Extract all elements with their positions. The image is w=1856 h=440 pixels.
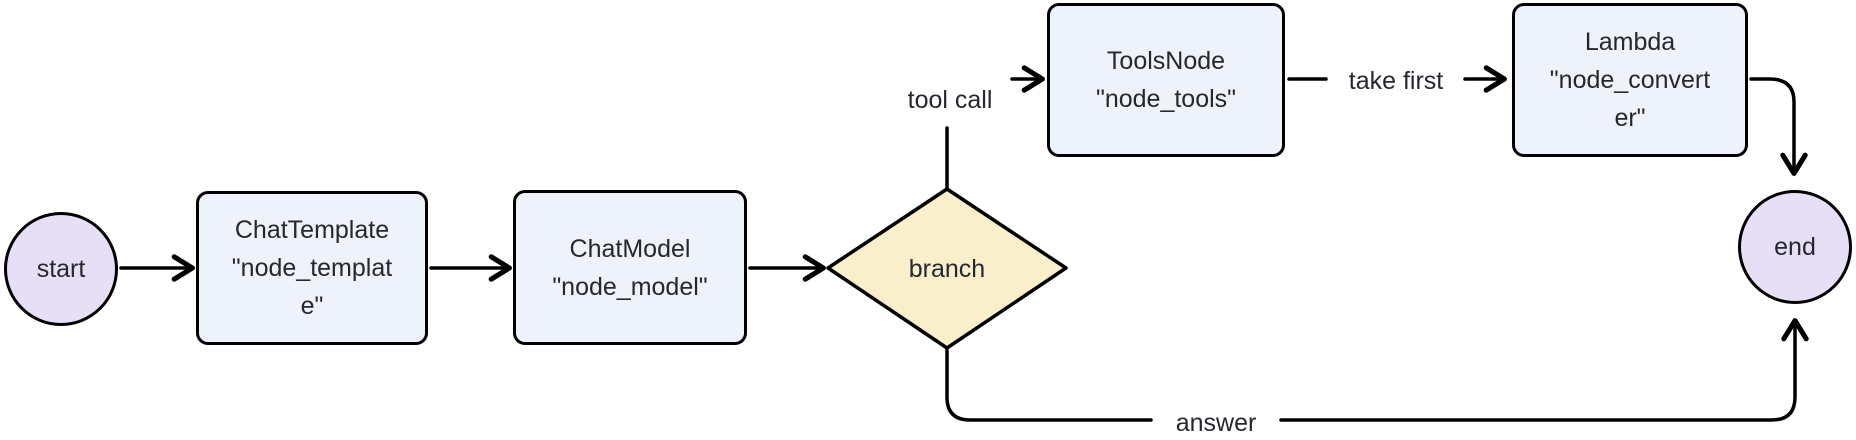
node-chat-model: ChatModel "node_model" xyxy=(513,190,747,345)
node-end-label: end xyxy=(1774,233,1816,261)
edge-label-take-first: take first xyxy=(1344,66,1448,96)
node-start-label: start xyxy=(36,255,86,283)
node-end: end xyxy=(1738,190,1852,304)
edge-label-tool-call: tool call xyxy=(903,85,997,115)
node-chat-template-label: ChatTemplate "node_templat e" xyxy=(231,216,393,320)
node-tools-label: ToolsNode "node_tools" xyxy=(1095,47,1237,113)
node-start: start xyxy=(4,212,118,326)
edge-label-answer: answer xyxy=(1171,408,1261,438)
node-converter: Lambda "node_convert er" xyxy=(1512,3,1748,157)
node-converter-label: Lambda "node_convert er" xyxy=(1549,28,1711,132)
node-branch-diamond-shape xyxy=(826,187,1068,350)
node-chat-model-label: ChatModel "node_model" xyxy=(552,234,708,301)
edge-branch-to-end-left xyxy=(945,348,1153,422)
edge-branch-to-end-right xyxy=(1279,318,1809,422)
node-chat-template: ChatTemplate "node_templat e" xyxy=(196,191,428,345)
node-tools: ToolsNode "node_tools" xyxy=(1047,3,1285,157)
edge-converter-to-end xyxy=(1749,77,1808,176)
node-branch-label: branch xyxy=(908,255,986,283)
